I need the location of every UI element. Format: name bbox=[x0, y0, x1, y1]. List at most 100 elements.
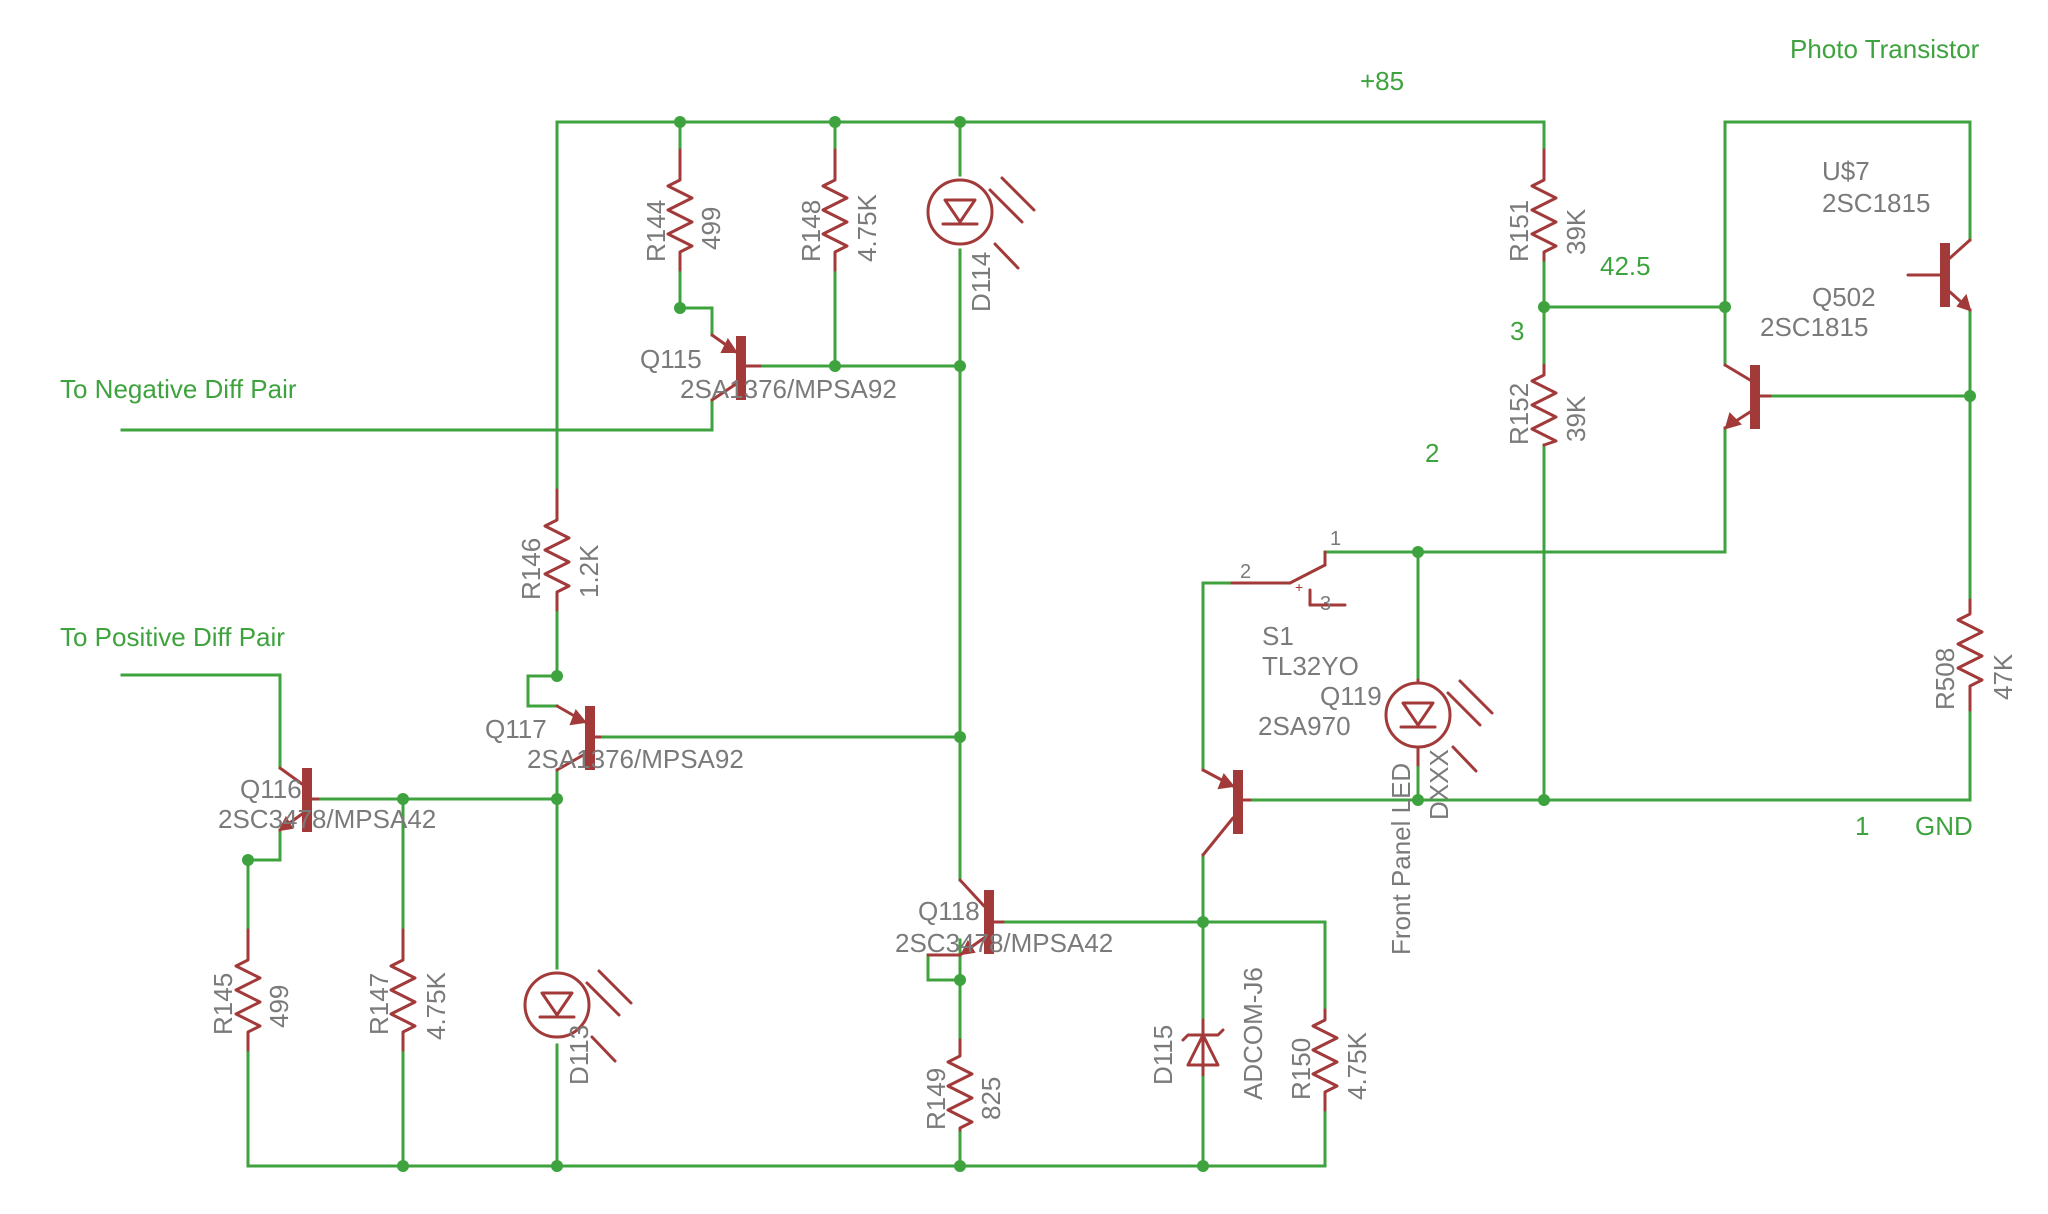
junction-dot bbox=[242, 854, 254, 866]
q117-base-bar bbox=[585, 706, 595, 770]
net-label-3: 3 bbox=[1510, 316, 1524, 346]
q115-value: 2SA1376/MPSA92 bbox=[680, 374, 897, 404]
r508-value: 47K bbox=[1988, 653, 2018, 700]
net-labels: +85 42.5 3 2 1 GND Photo Transistor To N… bbox=[60, 34, 1980, 841]
d114-name: D114 bbox=[966, 252, 996, 312]
q115-name: Q115 bbox=[640, 344, 702, 374]
resistor-symbol bbox=[1530, 148, 1558, 262]
q119-name: Q119 bbox=[1320, 681, 1382, 711]
resistor-symbol bbox=[1311, 1008, 1339, 1112]
junction-dot bbox=[954, 974, 966, 986]
u7-arrow bbox=[1956, 293, 1972, 312]
junction-dot bbox=[397, 793, 409, 805]
switch-labels: S1 TL32YO 1 2 3 bbox=[1240, 528, 1359, 681]
q502-collector bbox=[1723, 363, 1752, 382]
q115-base-bar bbox=[736, 336, 746, 400]
q118-base-bar bbox=[984, 890, 994, 954]
junction-dot bbox=[829, 360, 841, 372]
r151-value: 39K bbox=[1561, 208, 1591, 255]
net-label-42-5: 42.5 bbox=[1600, 251, 1651, 281]
r150-value: 4.75K bbox=[1342, 1031, 1372, 1100]
d113-led bbox=[523, 969, 633, 1063]
net-label-to-positive-diff-pair: To Positive Diff Pair bbox=[60, 622, 285, 652]
r145-name: R145 bbox=[208, 973, 238, 1035]
net-label-to-negative-diff-pair: To Negative Diff Pair bbox=[60, 374, 297, 404]
junction-dot bbox=[1412, 546, 1424, 558]
transistor-labels: Q115 2SA1376/MPSA92 Q117 2SA1376/MPSA92 … bbox=[218, 156, 1930, 958]
d113-name: D113 bbox=[564, 1025, 594, 1085]
r508-name: R508 bbox=[1930, 648, 1960, 710]
junction-dot bbox=[551, 1160, 563, 1172]
q502-arrow bbox=[1724, 412, 1742, 430]
junction-dot bbox=[954, 360, 966, 372]
q118-arrow bbox=[960, 939, 976, 956]
r146-name: R146 bbox=[516, 538, 546, 600]
r149-name: R149 bbox=[921, 1068, 951, 1130]
u7-base-bar bbox=[1940, 243, 1950, 307]
r148-name: R148 bbox=[796, 200, 826, 262]
junction-dot bbox=[1538, 794, 1550, 806]
q117-collector bbox=[555, 752, 587, 772]
q119-value: 2SA970 bbox=[1258, 711, 1351, 741]
resistor-symbol bbox=[1530, 363, 1558, 447]
u7-name: U$7 bbox=[1822, 156, 1870, 186]
u7-value: 2SC1815 bbox=[1822, 188, 1930, 218]
r147-name: R147 bbox=[364, 973, 394, 1035]
q115-arrow bbox=[720, 338, 738, 353]
junction-dot bbox=[1964, 390, 1976, 402]
u7-collector bbox=[1948, 238, 1972, 260]
q118-value: 2SC3478/MPSA42 bbox=[895, 928, 1113, 958]
q116-name: Q116 bbox=[240, 774, 302, 804]
q118-name: Q118 bbox=[918, 896, 980, 926]
resistor-symbol bbox=[946, 1038, 974, 1132]
resistor-labels: R144 499 R148 4.75K R146 1.2K R145 499 R… bbox=[208, 193, 2018, 1130]
q502-base-bar bbox=[1750, 365, 1760, 429]
d115-zener bbox=[1181, 1018, 1225, 1077]
diode-symbols bbox=[523, 176, 1494, 1077]
junction-dot bbox=[1197, 916, 1209, 928]
r149-value: 825 bbox=[976, 1077, 1006, 1120]
q116-base-bar bbox=[302, 768, 312, 832]
junction-dot bbox=[551, 670, 563, 682]
s1-value: TL32YO bbox=[1262, 651, 1359, 681]
s1-pin3: 3 bbox=[1320, 593, 1331, 615]
d115-value: ADCOM-J6 bbox=[1238, 967, 1268, 1100]
resistor-symbol bbox=[389, 928, 417, 1052]
q116-arrow bbox=[278, 815, 294, 832]
junction-dot bbox=[674, 116, 686, 128]
front-panel-led-value: DXXX bbox=[1424, 749, 1454, 820]
q118-collector bbox=[958, 878, 986, 908]
junction-dot bbox=[1538, 301, 1550, 313]
front-panel-led-name: Front Panel LED bbox=[1386, 763, 1416, 955]
q502-name: Q502 bbox=[1812, 282, 1876, 312]
r144-name: R144 bbox=[641, 200, 671, 262]
r147-value: 4.75K bbox=[421, 971, 451, 1040]
r145-value: 499 bbox=[264, 985, 294, 1028]
switch-s1: + bbox=[1230, 550, 1347, 607]
r148-value: 4.75K bbox=[852, 193, 882, 262]
junctions bbox=[242, 116, 1976, 1172]
junction-dot bbox=[1412, 794, 1424, 806]
resistor-symbol bbox=[1956, 598, 1984, 712]
resistor-symbol bbox=[666, 148, 694, 272]
q502-value: 2SC1815 bbox=[1760, 312, 1868, 342]
junction-dot bbox=[1719, 301, 1731, 313]
q117-value: 2SA1376/MPSA92 bbox=[527, 744, 744, 774]
junction-dot bbox=[954, 1160, 966, 1172]
s1-pin1: 1 bbox=[1330, 528, 1341, 550]
switch-plus: + bbox=[1295, 579, 1303, 595]
net-label-photo-transistor: Photo Transistor bbox=[1790, 34, 1980, 64]
front-panel-led bbox=[1384, 678, 1494, 773]
r152-value: 39K bbox=[1561, 395, 1591, 442]
junction-dot bbox=[674, 302, 686, 314]
net-label-gnd: GND bbox=[1915, 811, 1973, 841]
junction-dot bbox=[829, 116, 841, 128]
net-label-1: 1 bbox=[1855, 811, 1869, 841]
q115-collector bbox=[710, 382, 738, 402]
junction-dot bbox=[1197, 1160, 1209, 1172]
wires bbox=[120, 120, 1972, 1168]
net-label-85: +85 bbox=[1360, 66, 1404, 96]
d114-led bbox=[926, 176, 1036, 270]
